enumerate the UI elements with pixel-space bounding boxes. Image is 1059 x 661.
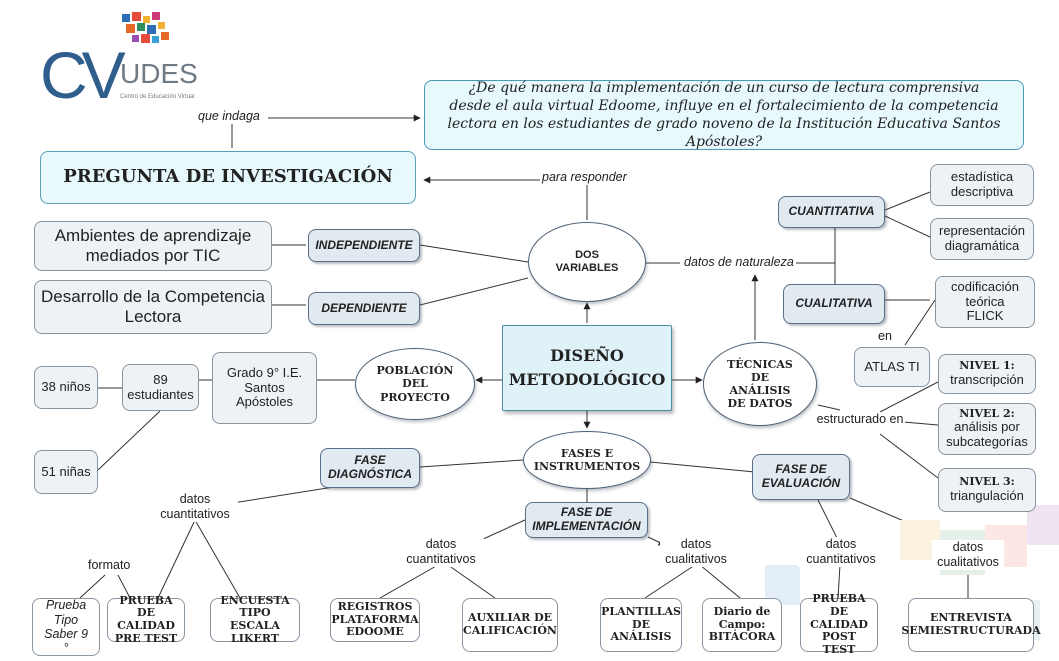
logo-tagline: Centro de Educación Virtual — [120, 94, 195, 100]
tool-atlas-ti: ATLAS TI — [854, 347, 930, 387]
level-1-text: transcripción — [950, 371, 1024, 387]
independent-variable: Ambientes de aprendizaje mediados por TI… — [34, 221, 272, 271]
link-datos-cuantitativos-impl: datos cuantitativos — [398, 537, 484, 567]
tag-independiente: INDEPENDIENTE — [308, 229, 420, 262]
population-group: Grado 9° I.E. Santos Apóstoles — [212, 352, 317, 424]
link-datos-de-naturaleza: datos de naturaleza — [682, 255, 796, 270]
tag-cualitativa: CUALITATIVA — [783, 284, 885, 324]
population-boys: 38 niños — [34, 366, 98, 409]
logo-letters: CV — [40, 38, 126, 112]
instrument-pre-test: PRUEBA DE CALIDAD PRE TEST — [107, 594, 185, 644]
instrument-entrevista: ENTREVISTA SEMIESTRUCTURADA — [901, 598, 1041, 652]
quant-representacion: representación diagramática — [930, 218, 1034, 260]
instrument-diario-campo: Diario de Campo: BITÁCORA — [702, 598, 782, 652]
quant-estadistica: estadística descriptiva — [930, 164, 1034, 206]
tag-fase-evaluacion: FASE DE EVALUACIÓN — [752, 454, 850, 500]
level-2-text: análisis por subcategorías — [946, 419, 1028, 450]
node-poblacion: POBLACIÓN DEL PROYECTO — [355, 348, 475, 420]
level-2: NIVEL 2: análisis por subcategorías — [938, 403, 1036, 455]
instrument-prueba-tipo-saber: Prueba Tipo Saber 9 ° — [32, 598, 100, 656]
node-fases-instrumentos: FASES E INSTRUMENTOS — [523, 431, 651, 489]
logo-name: UDES — [120, 58, 198, 89]
research-question-title: PREGUNTA DE INVESTIGACIÓN — [40, 151, 416, 204]
logo: CV UDES Centro de Educación Virtual — [40, 12, 198, 122]
level-3-text: triangulación — [950, 487, 1024, 503]
node-diseno-metodologico: DISEÑO METODOLÓGICO — [502, 325, 672, 411]
level-1: NIVEL 1: transcripción — [938, 354, 1036, 394]
tag-dependiente: DEPENDIENTE — [308, 292, 420, 325]
link-datos-cualitativos-eval: datos cualitativos — [932, 540, 1004, 570]
instrument-post-test: PRUEBA DE CALIDAD POST TEST — [800, 593, 878, 656]
link-que-indaga: que indaga — [196, 109, 262, 124]
level-2-title: NIVEL 2: — [959, 406, 1015, 420]
tag-fase-implementacion: FASE DE IMPLEMENTACIÓN — [525, 502, 648, 538]
decorative-square — [1027, 505, 1059, 545]
link-para-responder: para responder — [540, 170, 629, 185]
population-girls: 51 niñas — [34, 450, 98, 494]
link-en-atlas: en — [876, 329, 894, 344]
link-formato: formato — [86, 558, 133, 573]
instrument-encuesta-likert: ENCUESTA TIPO ESCALA LIKERT — [210, 594, 300, 644]
logo-mosaic-icon — [122, 12, 169, 43]
instrument-auxiliar-calificacion: AUXILIAR DE CALIFICACIÓN — [462, 598, 558, 652]
dependent-variable: Desarrollo de la Competencia Lectora — [34, 280, 272, 334]
node-tecnicas-analisis: TÉCNICAS DE ANÁLISIS DE DATOS — [703, 342, 817, 426]
link-datos-cuantitativos-eval: datos cuantitativos — [798, 537, 884, 567]
level-1-title: NIVEL 1: — [959, 359, 1015, 373]
instrument-registros-edoome: REGISTROS PLATAFORMA EDOOME — [330, 598, 420, 642]
link-estructurado-en: estructurado en — [815, 412, 905, 427]
tag-fase-diagnostica: FASE DIAGNÓSTICA — [320, 448, 420, 488]
instrument-plantillas-analisis: PLANTILLAS DE ANÁLISIS — [600, 598, 682, 652]
link-datos-cuantitativos-diag: datos cuantitativos — [152, 492, 238, 522]
research-question: ¿De qué manera la implementación de un c… — [424, 80, 1024, 150]
node-dos-variables: DOS VARIABLES — [528, 222, 646, 302]
tag-cuantitativa: CUANTITATIVA — [778, 196, 885, 228]
level-3: NIVEL 3: triangulación — [938, 468, 1036, 512]
qual-codificacion: codificación teórica FLICK — [935, 276, 1035, 328]
link-datos-cualitativos-impl: datos cualitativos — [660, 537, 732, 567]
population-total: 89 estudiantes — [122, 364, 199, 411]
level-3-title: NIVEL 3: — [959, 475, 1015, 489]
